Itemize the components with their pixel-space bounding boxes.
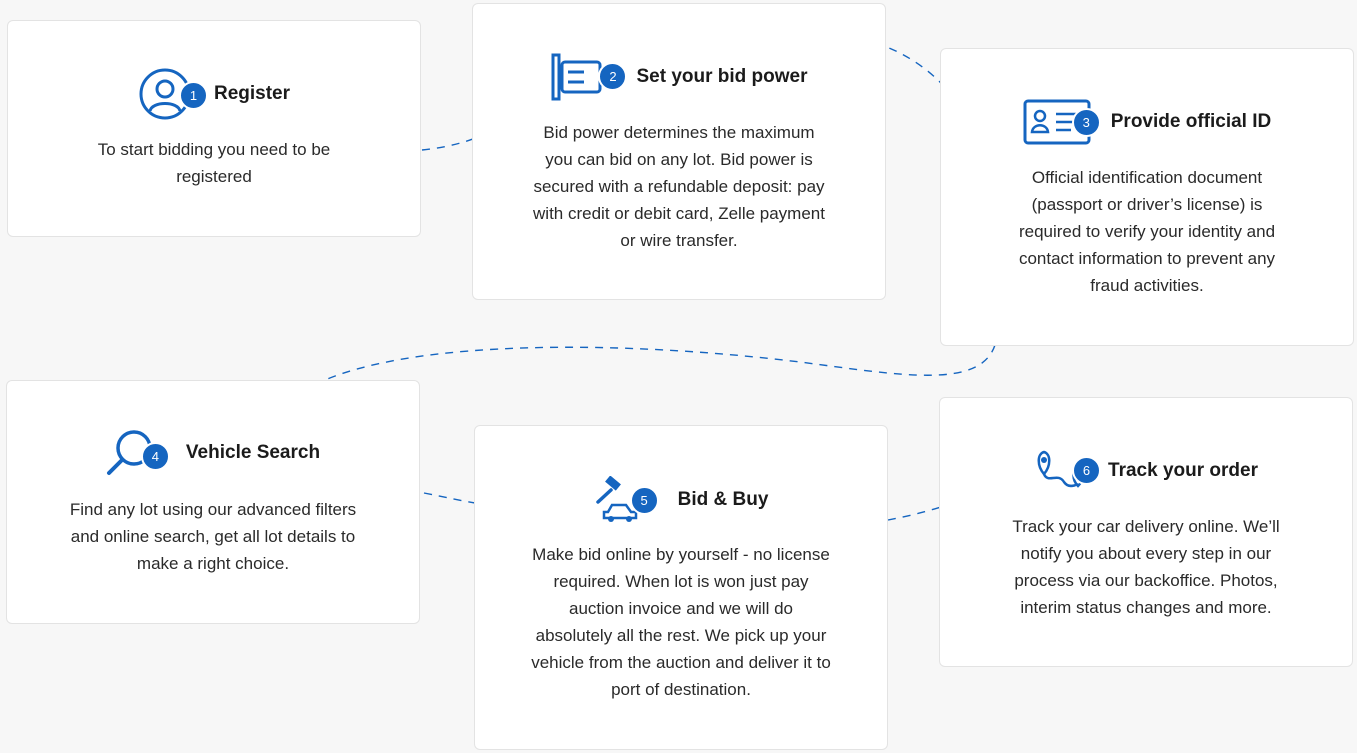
step-description: Bid power determines the maximum you can… [533, 123, 825, 250]
connector-3-4 [324, 344, 996, 381]
step-card-bid-buy: 5 Bid & Buy Make bid online by yourself … [474, 425, 888, 750]
icon-group: 4 [106, 428, 170, 478]
step-number-badge: 2 [598, 62, 628, 91]
step-card-register: 1 Register To start bidding you need to … [7, 20, 421, 237]
step-number-badge: 6 [1072, 456, 1102, 485]
step-header: 2 Set your bid power [473, 52, 885, 102]
step-header: 6 Track your order [940, 448, 1352, 494]
step-number-badge: 3 [1071, 108, 1101, 137]
step-card-track-order: 6 Track your order Track your car delive… [939, 397, 1353, 667]
step-card-bid-power: 2 Set your bid power Bid power determine… [472, 3, 886, 300]
step-description: Official identification document (passpo… [1018, 168, 1276, 295]
step-header: 4 Vehicle Search [7, 428, 419, 478]
step-description: Find any lot using our advanced filters … [69, 500, 357, 573]
step-title: Register [213, 83, 291, 104]
icon-group: 1 [138, 67, 208, 121]
step-description: To start bidding you need to be register… [97, 140, 331, 186]
step-number-badge: 4 [140, 442, 170, 471]
step-number-badge: 5 [629, 486, 659, 515]
step-title: Track your order [1108, 460, 1258, 481]
step-description: Track your car delivery online. We’ll no… [1012, 517, 1280, 617]
step-number-badge: 1 [178, 81, 208, 110]
step-title: Set your bid power [636, 66, 808, 87]
step-card-official-id: 3 Provide official ID Official identific… [940, 48, 1354, 346]
step-title: Bid & Buy [677, 489, 769, 510]
step-description: Make bid online by yourself - no license… [531, 545, 831, 699]
icon-group: 2 [550, 52, 628, 102]
connector-4-5 [423, 492, 476, 504]
icon-group: 3 [1023, 99, 1101, 145]
step-card-vehicle-search: 4 Vehicle Search Find any lot using our … [6, 380, 420, 624]
step-header: 3 Provide official ID [941, 99, 1353, 145]
step-title: Vehicle Search [185, 442, 321, 463]
step-header: 1 Register [8, 67, 420, 121]
step-title: Provide official ID [1110, 111, 1272, 132]
icon-group: 5 [594, 476, 659, 524]
step-header: 5 Bid & Buy [475, 476, 887, 524]
icon-group: 6 [1034, 448, 1102, 494]
